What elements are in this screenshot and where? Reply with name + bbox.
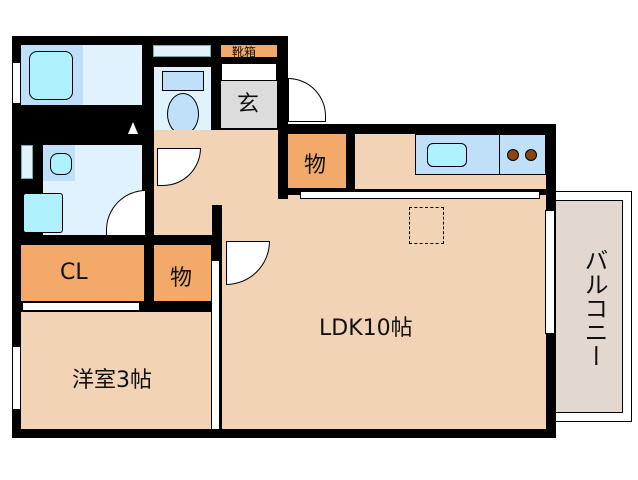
stove-divider [499, 134, 500, 175]
stove-burner-icon [525, 149, 537, 161]
kitchen-partition [300, 191, 540, 199]
toilet-tank-icon [162, 71, 204, 91]
closet-label: CL [60, 260, 88, 285]
storage-entrance-label: 物 [304, 153, 327, 178]
storage-hall [154, 245, 211, 301]
stove-burner-icon [507, 149, 519, 161]
storage-hall-label: 物 [170, 266, 193, 291]
western-room [21, 312, 211, 429]
washing-machine-icon [23, 193, 63, 233]
toilet-bowl-icon [167, 93, 199, 135]
closet-door[interactable] [22, 302, 140, 311]
washbasin-icon [50, 153, 72, 175]
ldk-label: LDK10帖 [319, 316, 413, 341]
shoe-box [221, 45, 277, 57]
balcony-label: バルコニー [580, 248, 608, 368]
western-window [12, 346, 21, 410]
closet [21, 245, 144, 301]
western-room-label: 洋室3帖 [72, 368, 152, 393]
entrance-step [221, 63, 277, 81]
ldk [222, 199, 546, 429]
front-door[interactable] [288, 78, 326, 122]
ldk-upper [288, 195, 546, 205]
window-bath [12, 62, 21, 104]
bath-door-indicator-icon [128, 122, 138, 134]
sliding-door[interactable] [211, 260, 220, 430]
ldk-window [545, 210, 555, 334]
vent-hatch [409, 207, 444, 244]
shoe-box-label: 靴箱 [232, 45, 257, 59]
bathroom [83, 45, 142, 105]
vent-top [153, 45, 211, 57]
entrance-label: 玄 [237, 92, 260, 117]
balcony [555, 200, 623, 413]
storage-entrance [288, 134, 346, 188]
bathtub-icon [29, 51, 73, 100]
kitchen-sink-icon [427, 143, 467, 167]
vent-left [21, 145, 33, 179]
